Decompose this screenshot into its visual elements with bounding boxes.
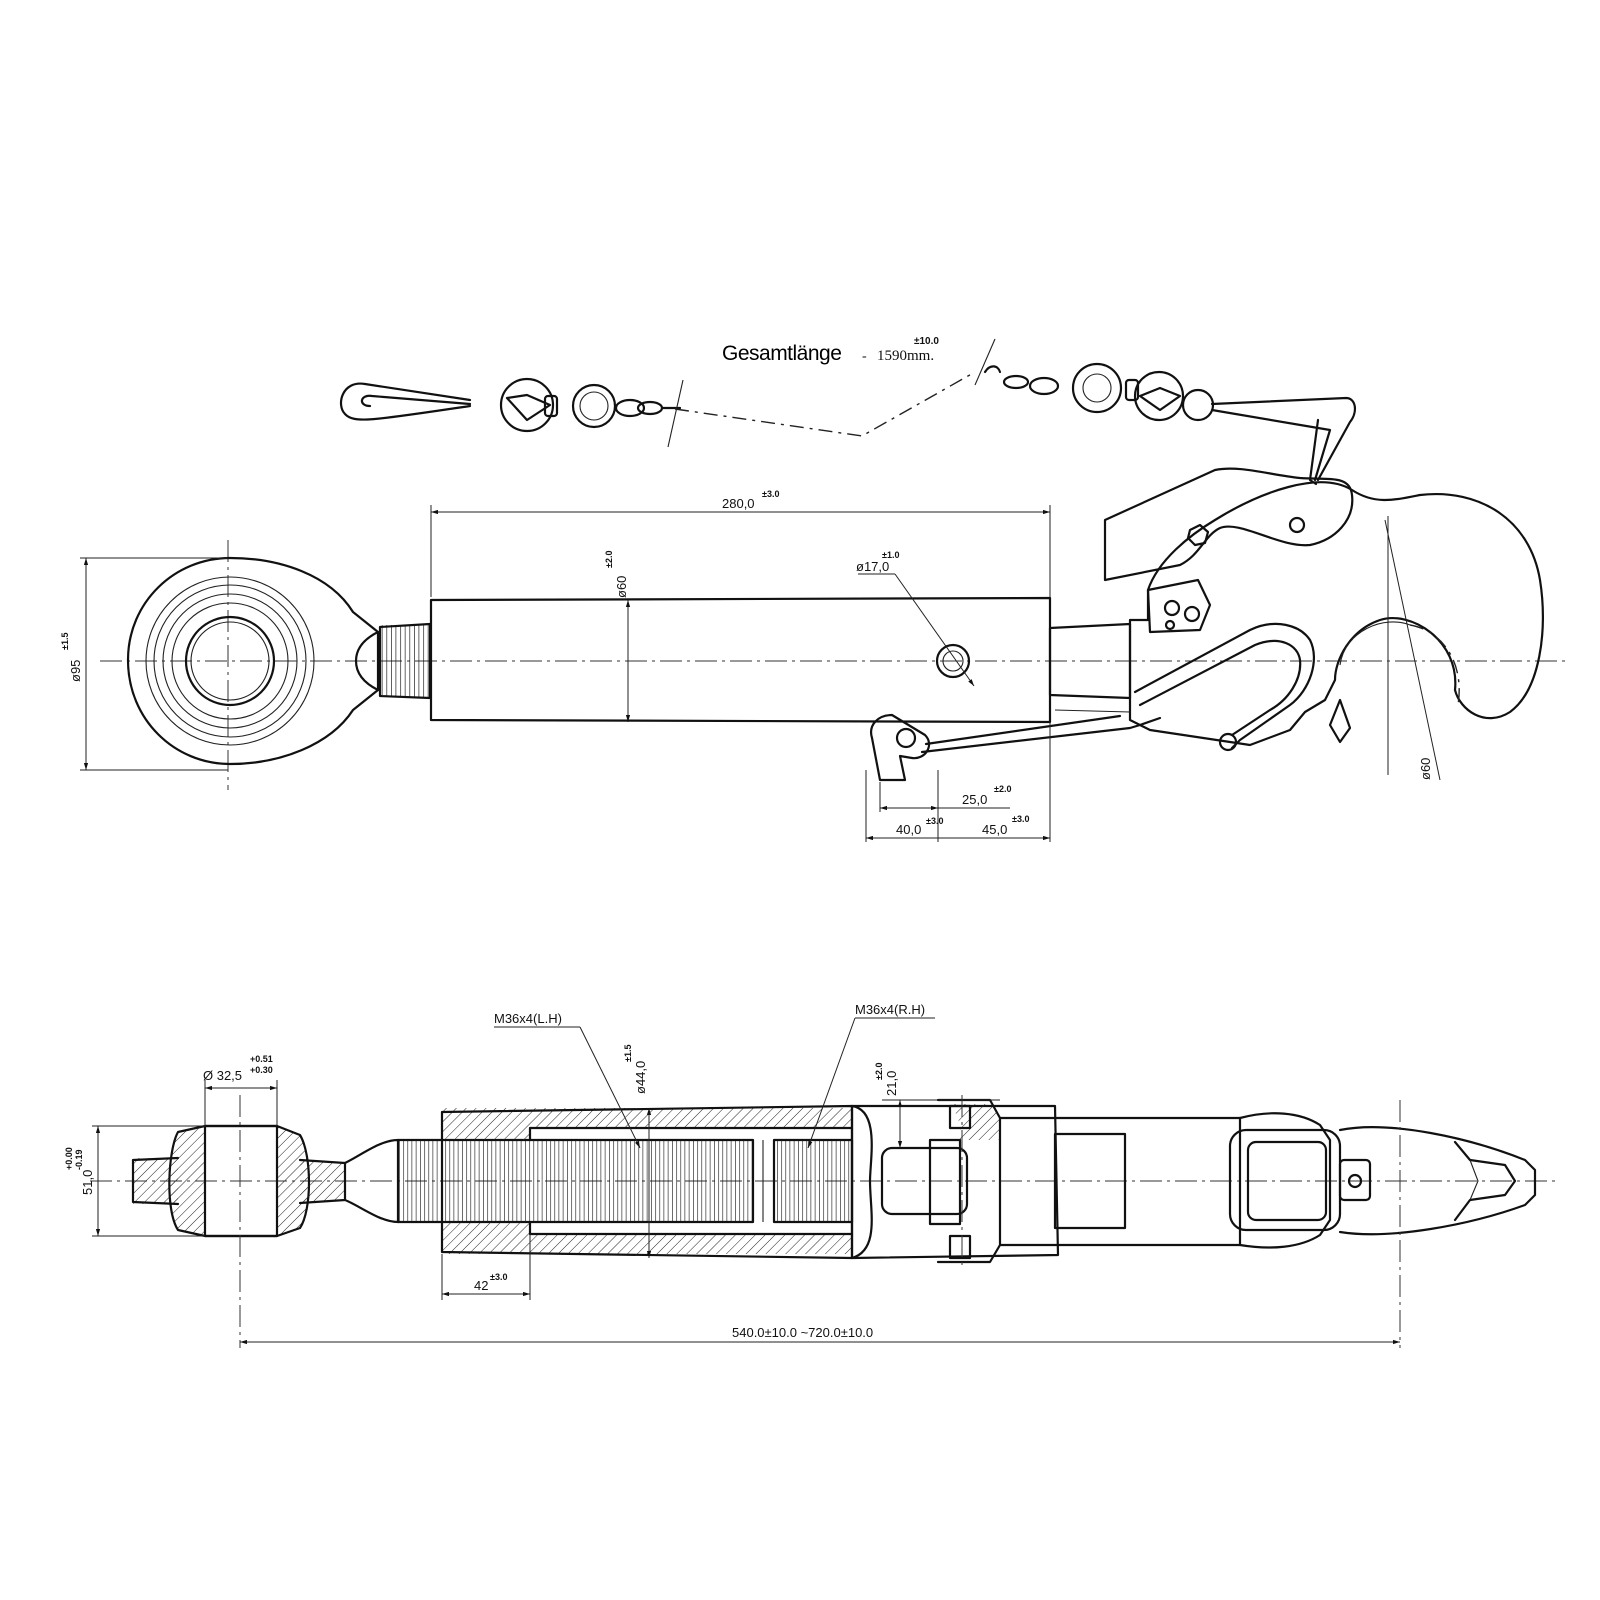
chain-ring-inner — [579, 391, 609, 421]
chain-link — [983, 365, 1002, 374]
rod-pivot — [895, 727, 917, 749]
hitch-hook — [1103, 467, 1545, 752]
lever-knob — [1218, 732, 1238, 752]
dim-ball-bore: Ø 32,5 — [203, 1068, 242, 1083]
dim-45: 45,0 — [982, 822, 1007, 837]
dim-21: 21,0 — [884, 1071, 899, 1096]
dim-45-tol: ±3.0 — [1012, 814, 1029, 824]
chain-swivel-cap — [543, 394, 559, 418]
release-lever — [1133, 622, 1315, 750]
dim-hole-diameter-tol: ±1.0 — [882, 550, 899, 560]
chain-link — [1002, 374, 1030, 390]
dim-hook-diameter: ø60 — [1418, 758, 1433, 780]
chain-omitted-line — [674, 371, 976, 437]
dim-21-tol: ±2.0 — [874, 1063, 884, 1080]
chain-swivel-ring — [1133, 370, 1185, 422]
total-length-title: Gesamtlänge - 1590mm. ±10.0 — [722, 336, 939, 365]
dim-tube-diameter-tol: ±2.0 — [604, 551, 614, 568]
thread-left-hand: M36x4(L.H) — [494, 1011, 562, 1026]
dim-25: 25,0 — [962, 792, 987, 807]
top-tube — [429, 596, 1052, 724]
side-hook-body — [850, 1095, 1537, 1348]
dim-ball-width-tol-lower: -0.19 — [74, 1149, 84, 1170]
cam-rivet — [1183, 605, 1201, 623]
ball-joint-section — [131, 1095, 347, 1348]
total-length-label: Gesamtlänge — [722, 342, 841, 365]
rod-bracket — [870, 713, 931, 782]
cam-rivet — [1164, 619, 1176, 631]
chain-snap-hook — [339, 382, 472, 421]
cam-rivet — [1163, 599, 1181, 617]
chain-ring — [571, 383, 617, 429]
hook-pin — [1338, 1158, 1372, 1202]
dim-tube-length: 280,0 — [722, 496, 755, 511]
chain-break-line — [667, 379, 684, 448]
side-view: M36x4(L.H) M36x4(R.H) ø44,0 ±1.5 Ø 32,5 … — [64, 1002, 1560, 1348]
dim-eye-diameter: ø95 — [68, 660, 83, 682]
chain-swivel-body — [1138, 386, 1182, 412]
hook-latch — [1103, 467, 1354, 582]
chain-link — [1028, 376, 1060, 396]
dim-hole-diameter: ø17,0 — [856, 559, 889, 574]
total-length-prefix: - — [862, 349, 867, 364]
dim-ball-bore-tol-upper: +0.51 — [250, 1054, 273, 1064]
total-length-value: 1590mm. — [877, 348, 934, 364]
dim-ball-width: 51,0 — [80, 1170, 95, 1195]
dim-inner-diameter: ø44,0 — [633, 1061, 648, 1094]
dim-inner-diameter-tol: ±1.5 — [623, 1045, 633, 1062]
dim-eye-diameter-tol: ±1.5 — [60, 633, 70, 650]
chain-link — [614, 398, 646, 418]
top-thread — [378, 622, 432, 700]
dim-40: 40,0 — [896, 822, 921, 837]
chain-wire — [1210, 408, 1332, 482]
chain-ring — [1181, 388, 1215, 422]
chain-break-line — [974, 338, 996, 386]
top-view: 280,0 ±3.0 ø60 ±2.0 ø17,0 ±1.0 ø95 ±1.5 … — [60, 467, 1570, 842]
chain-wire — [1210, 396, 1356, 482]
hook-cam-plate — [1146, 578, 1212, 634]
safety-chain — [339, 338, 1356, 486]
dim-42-tol: ±3.0 — [490, 1272, 507, 1282]
chain-ring — [1071, 362, 1123, 414]
dim-tube-length-tol: ±3.0 — [762, 489, 779, 499]
chain-ring-inner — [1082, 373, 1112, 403]
dim-42: 42 — [474, 1278, 488, 1293]
chain-swivel-cap — [1124, 378, 1140, 402]
ball-eye — [126, 556, 380, 766]
hook-tip — [1328, 698, 1352, 744]
chain-link — [636, 400, 664, 416]
dim-40-tol: ±3.0 — [926, 816, 943, 826]
thread-right-hand: M36x4(R.H) — [855, 1002, 925, 1017]
lever-rod — [870, 713, 1162, 782]
dim-overall-length: 540.0±10.0 ~720.0±10.0 — [732, 1325, 873, 1340]
dim-ball-width-tol-upper: +0.00 — [64, 1147, 74, 1170]
total-length-tolerance: ±10.0 — [914, 336, 939, 347]
chain-swivel-ring — [499, 377, 555, 433]
tube-hole — [935, 643, 971, 679]
latch-rivet — [1288, 516, 1306, 534]
dim-ball-bore-tol-lower: +0.30 — [250, 1065, 273, 1075]
dim-25-tol: ±2.0 — [994, 784, 1011, 794]
latch-nut — [1186, 523, 1210, 547]
dim-tube-diameter: ø60 — [614, 576, 629, 598]
chain-swivel-body — [505, 393, 552, 422]
left-threaded-rod — [343, 1138, 854, 1224]
